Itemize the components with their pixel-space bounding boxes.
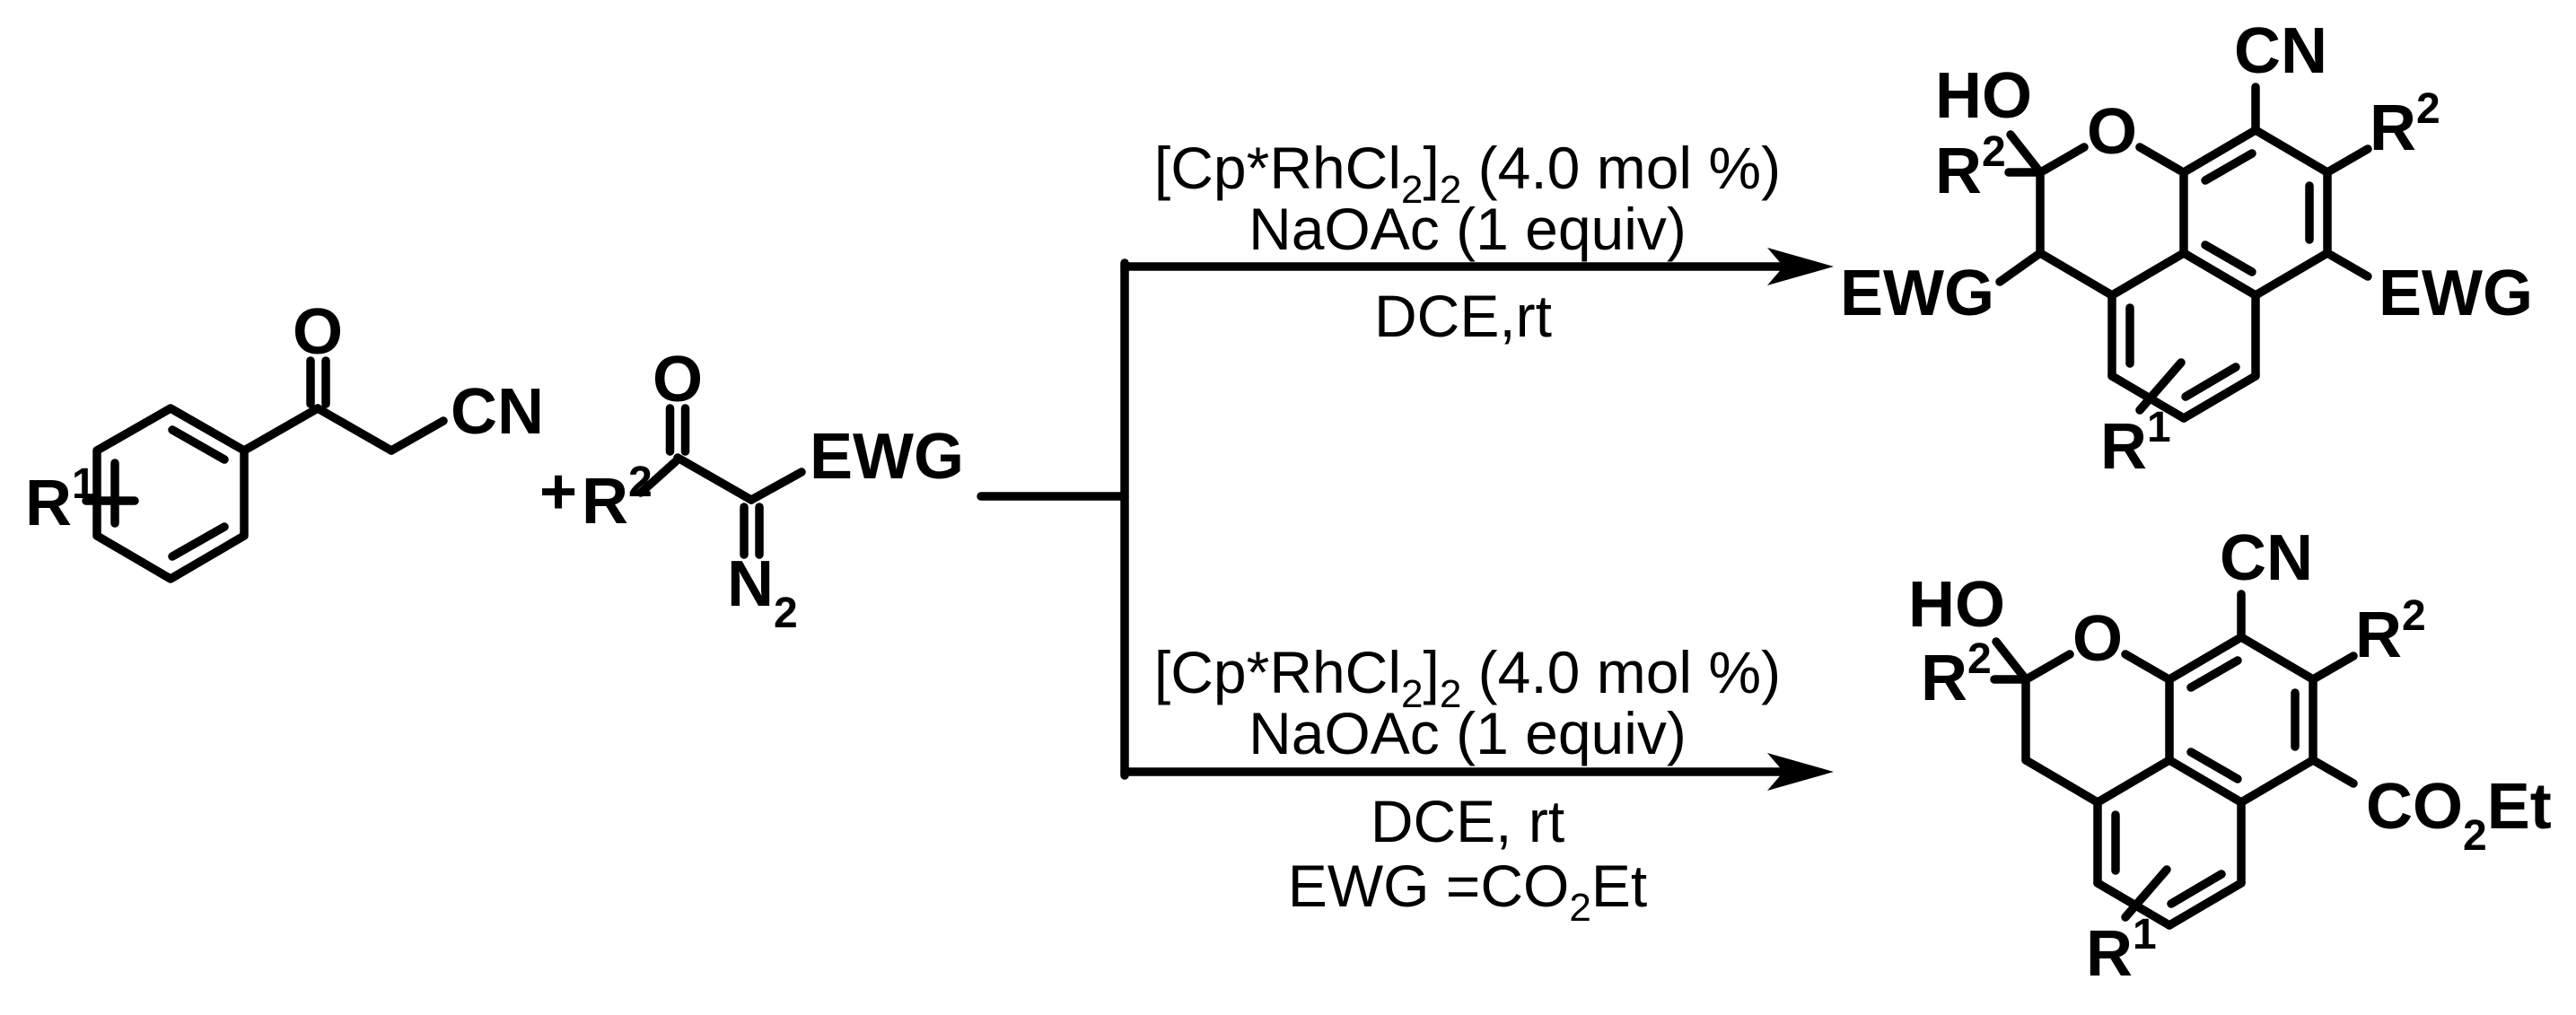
- bond-c3-ewg: [1995, 249, 2045, 286]
- ewg-right-label: EWG: [2379, 258, 2533, 329]
- r1-variable-bond: [2135, 358, 2186, 415]
- bond: [2021, 756, 2102, 807]
- ewg-definition-line: EWG =CO2Et: [1288, 853, 1647, 930]
- ho-label: HO: [1935, 60, 2032, 132]
- base-line: NaOAc (1 equiv): [1249, 700, 1687, 766]
- bond: [636, 457, 680, 497]
- double-bond-inner: [2167, 870, 2226, 908]
- bond: [2179, 372, 2260, 423]
- bond: [2251, 126, 2332, 177]
- bond: [2165, 756, 2246, 807]
- reactant-diazo: R2 O N2 EWG: [582, 344, 964, 637]
- n2-label: N2: [727, 548, 798, 637]
- double-bond-inner: [168, 425, 229, 464]
- carbonyl-o-label: O: [653, 344, 703, 416]
- co2et-label: CO2Et: [2366, 771, 2552, 860]
- bond-c2-oh: [2006, 130, 2045, 177]
- double-bond-inner: [2186, 748, 2242, 783]
- arrow-bottom: [1120, 753, 1834, 791]
- plus-sign: +: [539, 456, 577, 528]
- r2-left-label: R2: [1935, 128, 2006, 207]
- reaction-branch: [977, 258, 1129, 780]
- arrow-top: [1120, 248, 1834, 285]
- solvent-line: DCE, rt: [1371, 788, 1564, 854]
- double-bond-inner: [2186, 656, 2242, 692]
- double-bond-inner: [2201, 149, 2256, 185]
- bond: [2237, 633, 2318, 684]
- double-bond-inner: [2181, 363, 2240, 401]
- bond: [2251, 249, 2332, 300]
- bond: [2165, 879, 2246, 930]
- bond-c2-oh: [1992, 637, 2030, 684]
- ring-o-label: O: [2072, 603, 2123, 675]
- catalyst-line: [Cp*RhCl2]2 (4.0 mol %): [1154, 135, 1781, 212]
- bond: [2165, 633, 2246, 684]
- r2-right-label: R2: [2370, 85, 2440, 164]
- ring-o-label: O: [2087, 96, 2137, 168]
- arrow-head-icon: [1767, 753, 1834, 791]
- bond: [2179, 249, 2260, 300]
- bond-ester: [2309, 756, 2358, 788]
- bond: [387, 416, 448, 455]
- bond-o-aryl: [2121, 650, 2170, 682]
- bond: [2107, 249, 2188, 300]
- cn-label: CN: [2234, 15, 2327, 87]
- double-bond-inner: [2201, 241, 2256, 276]
- nitrile-label: CN: [451, 376, 544, 448]
- conditions-top: [Cp*RhCl2]2 (4.0 mol %) NaOAc (1 equiv) …: [1154, 135, 1781, 349]
- bond: [2237, 756, 2318, 807]
- bond: [673, 453, 756, 504]
- bond: [747, 468, 806, 504]
- carbonyl-o-label: O: [293, 296, 343, 368]
- bond: [2093, 756, 2174, 807]
- r1-label: R1: [2100, 404, 2171, 483]
- bond-r2-right: [2309, 652, 2358, 684]
- bond: [240, 404, 322, 455]
- ho-label: HO: [1908, 569, 2005, 641]
- ewg-left-label: EWG: [1840, 258, 1994, 329]
- bond-ewg-right: [2323, 249, 2372, 281]
- base-line: NaOAc (1 equiv): [1249, 196, 1687, 262]
- double-bond-inner: [168, 522, 229, 561]
- product-top: HO R2 O CN R2 EWG EWG R1: [1840, 15, 2533, 483]
- bond-o-aryl: [2135, 143, 2185, 175]
- arrow-head-icon: [1767, 248, 1834, 285]
- r2-left-label: R2: [1921, 635, 1992, 714]
- solvent-line: DCE,rt: [1374, 283, 1552, 349]
- product-bottom: HO R2 O CN R2 CO2Et R1: [1908, 522, 2552, 990]
- cn-label: CN: [2220, 522, 2313, 594]
- r2-right-label: R2: [2355, 592, 2426, 671]
- bond: [313, 404, 396, 455]
- bond: [2036, 249, 2116, 300]
- r1-label: R1: [2086, 911, 2157, 990]
- bond-r2-right: [2323, 144, 2372, 177]
- bond-o-c2: [2039, 143, 2089, 175]
- bond: [2179, 126, 2260, 177]
- bond-o-c2: [2025, 650, 2074, 682]
- ewg-label: EWG: [810, 421, 964, 493]
- reactant-ketonitrile: R1 O CN: [25, 296, 544, 583]
- r1-variable-bond: [2121, 865, 2171, 922]
- conditions-bottom: [Cp*RhCl2]2 (4.0 mol %) NaOAc (1 equiv) …: [1154, 639, 1781, 930]
- catalyst-line: [Cp*RhCl2]2 (4.0 mol %): [1154, 639, 1781, 716]
- r1-label: R1: [25, 460, 96, 539]
